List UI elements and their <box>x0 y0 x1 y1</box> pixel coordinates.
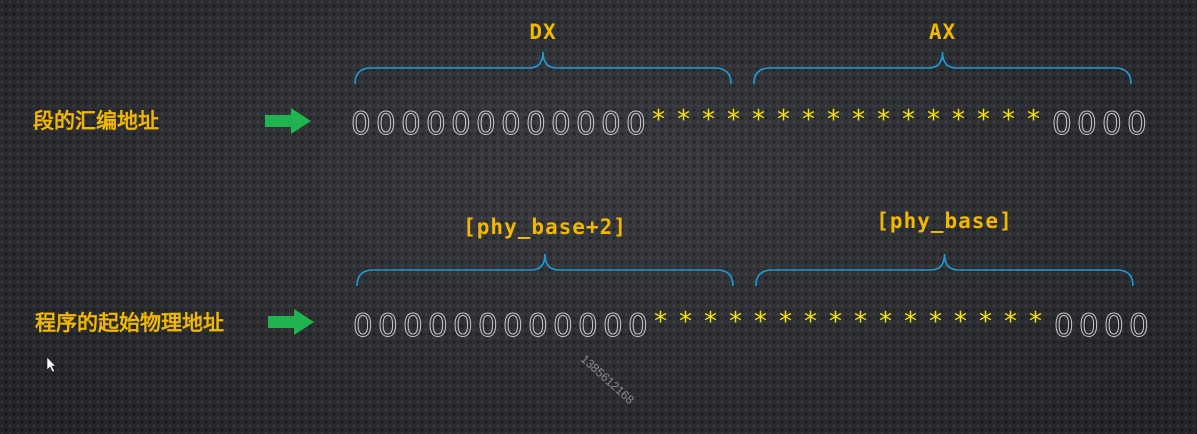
row2-trailing-zero-digit: 0 <box>1129 308 1149 344</box>
row1-star-digit: * <box>1002 105 1015 135</box>
row2-star-digit: * <box>654 307 667 337</box>
row2-star-digit: * <box>1004 307 1017 337</box>
row2-star-digit: * <box>904 307 917 337</box>
row1-leading-zero-digit: 0 <box>551 106 571 142</box>
row2-star-digit: * <box>929 307 942 337</box>
row1-leading-zero-digit: 0 <box>526 106 546 142</box>
row1-leading-zero-digit: 0 <box>376 106 396 142</box>
row1-trailing-zero-digit: 0 <box>1077 106 1097 142</box>
row1-star-digit: * <box>902 105 915 135</box>
row2-star-digit: * <box>704 307 717 337</box>
row1-high-brace <box>354 51 732 85</box>
row2-star-digit: * <box>779 307 792 337</box>
row2-low-brace-label: [phy_base] <box>876 209 1012 233</box>
row2-leading-zero-digit: 0 <box>378 308 398 344</box>
row1-trailing-zero-digit: 0 <box>1102 106 1122 142</box>
row1-star-digit: * <box>652 105 665 135</box>
row1-star-digit: * <box>827 105 840 135</box>
row1-right-arrow-icon <box>265 108 311 134</box>
row1-high-brace-label: DX <box>529 20 556 44</box>
row1-star-digit: * <box>977 105 990 135</box>
row2-leading-zero-digit: 0 <box>603 308 623 344</box>
row2-leading-zero-digit: 0 <box>503 308 523 344</box>
row1-star-digit: * <box>1027 105 1040 135</box>
row1-leading-zero-digit: 0 <box>426 106 446 142</box>
row2-trailing-zero-digit: 0 <box>1054 308 1074 344</box>
row1-star-digit: * <box>927 105 940 135</box>
row2-leading-zero-digit: 0 <box>403 308 423 344</box>
row2-star-digit: * <box>1029 307 1042 337</box>
row1-star-digit: * <box>752 105 765 135</box>
row2-star-digit: * <box>679 307 692 337</box>
row1-leading-zero-digit: 0 <box>401 106 421 142</box>
row2-star-digit: * <box>804 307 817 337</box>
row2-star-digit: * <box>854 307 867 337</box>
row1-star-digit: * <box>677 105 690 135</box>
row1-leading-zero-digit: 0 <box>476 106 496 142</box>
row2-star-digit: * <box>954 307 967 337</box>
row2-leading-zero-digit: 0 <box>553 308 573 344</box>
row2-leading-zero-digit: 0 <box>628 308 648 344</box>
row1-trailing-zero-digit: 0 <box>1127 106 1147 142</box>
row2-leading-zero-digit: 0 <box>453 308 473 344</box>
row1-star-digit: * <box>852 105 865 135</box>
row2-star-digit: * <box>829 307 842 337</box>
row1-leading-zero-digit: 0 <box>351 106 371 142</box>
row2-star-digit: * <box>729 307 742 337</box>
row1-star-digit: * <box>702 105 715 135</box>
row1-low-brace <box>753 51 1132 85</box>
row1-star-digit: * <box>777 105 790 135</box>
row2-high-brace <box>356 253 734 287</box>
row2-leading-zero-digit: 0 <box>528 308 548 344</box>
row2-low-brace <box>755 253 1134 287</box>
row2-leading-zero-digit: 0 <box>478 308 498 344</box>
row1-star-digit: * <box>727 105 740 135</box>
row2-high-brace-label: [phy_base+2] <box>463 215 627 239</box>
row2-leading-zero-digit: 0 <box>353 308 373 344</box>
row1-leading-zero-digit: 0 <box>601 106 621 142</box>
mouse-pointer-icon <box>46 356 57 373</box>
row1-trailing-zero-digit: 0 <box>1052 106 1072 142</box>
row1-leading-zero-digit: 0 <box>451 106 471 142</box>
row1-low-brace-label: AX <box>929 20 956 44</box>
row2-leading-zero-digit: 0 <box>578 308 598 344</box>
row1-star-digit: * <box>877 105 890 135</box>
row1-star-digit: * <box>952 105 965 135</box>
row1-leading-zero-digit: 0 <box>576 106 596 142</box>
row1-leading-zero-digit: 0 <box>626 106 646 142</box>
row1-star-digit: * <box>802 105 815 135</box>
row2-star-digit: * <box>979 307 992 337</box>
row2-right-arrow-icon <box>268 309 314 335</box>
row2-star-digit: * <box>754 307 767 337</box>
watermark-text: 1385612168 <box>578 352 637 407</box>
row2-trailing-zero-digit: 0 <box>1079 308 1099 344</box>
row2-leading-zero-digit: 0 <box>428 308 448 344</box>
row2-star-digit: * <box>879 307 892 337</box>
row2-trailing-zero-digit: 0 <box>1104 308 1124 344</box>
row1-label: 段的汇编地址 <box>33 109 159 133</box>
row2-label: 程序的起始物理地址 <box>35 311 224 335</box>
row1-leading-zero-digit: 0 <box>501 106 521 142</box>
